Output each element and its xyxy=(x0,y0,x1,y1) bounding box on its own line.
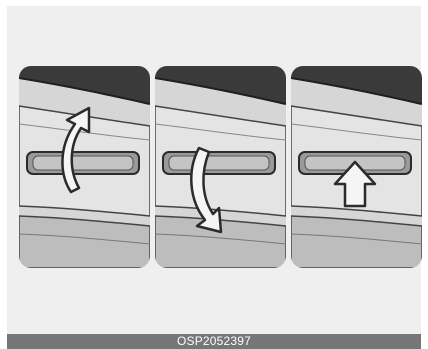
panel-drawing xyxy=(155,66,286,268)
panel-scroll-up xyxy=(19,66,150,268)
illustration-figure xyxy=(7,6,421,336)
panel-push xyxy=(291,66,422,268)
panel-drawing xyxy=(19,66,150,268)
panel-scroll-down xyxy=(155,66,286,268)
figure-caption: OSP2052397 xyxy=(7,334,421,349)
panel-drawing xyxy=(291,66,422,268)
